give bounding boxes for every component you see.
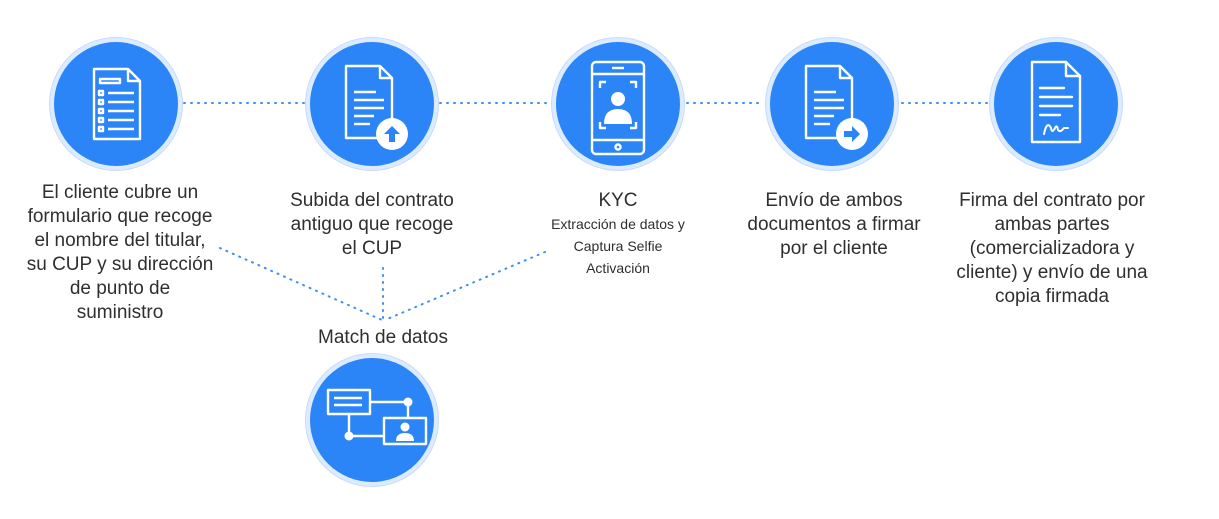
step-kyc-label: KYC Extracción de datos y Captura Selfie… [520,189,716,279]
label-line: Envío de ambos [765,190,903,211]
label-line: de punto de [69,278,171,299]
label-line: suministro [76,302,164,323]
step-kyc-circle [556,42,680,166]
step-sign-label: Firma del contrato por ambas partes (com… [942,189,1162,309]
label-line: (comercializadora y [969,238,1135,259]
step-upload-label: Subida del contrato antiguo que recoge e… [262,189,482,261]
label-line: el CUP [341,238,403,259]
kyc-title: KYC [598,190,638,211]
label-line: Subida del contrato [290,190,454,211]
match-circle [310,358,434,482]
connector-form-match [219,247,383,321]
step-upload-circle [310,42,434,166]
match-label: Match de datos [318,327,448,348]
phone-selfie-icon [590,60,646,156]
step-sign-circle [994,42,1118,166]
step-form-label: El cliente cubre un formulario que recog… [5,181,235,325]
label-line: copia firmada [994,286,1110,307]
label-line: el nombre del titular, [34,230,206,251]
label-line: ambas partes [994,214,1110,235]
form-checklist-icon [92,67,142,141]
document-send-icon [804,64,868,150]
label-line: documentos a firmar [747,214,921,235]
label-line: El cliente cubre un [41,182,199,203]
kyc-sub-line: Extracción de datos y [551,216,685,232]
label-line: cliente) y envío de una [956,262,1148,283]
label-line: antiguo que recoge [290,214,454,235]
document-upload-icon [344,64,408,150]
kyc-sub-line: Captura Selfie [573,238,663,254]
step-form-circle [54,42,178,166]
signed-document-icon [1030,60,1082,144]
step-send-circle [770,42,894,166]
data-match-icon [326,388,428,446]
label-line: Firma del contrato por [959,190,1145,211]
kyc-sub-line: Activación [586,260,650,276]
label-line: su CUP y su dirección [26,254,214,275]
step-send-label: Envío de ambos documentos a firmar por e… [726,189,942,261]
connector-kyc-match [384,251,546,321]
label-line: formulario que recoge [27,206,213,227]
label-line: por el cliente [780,238,888,259]
